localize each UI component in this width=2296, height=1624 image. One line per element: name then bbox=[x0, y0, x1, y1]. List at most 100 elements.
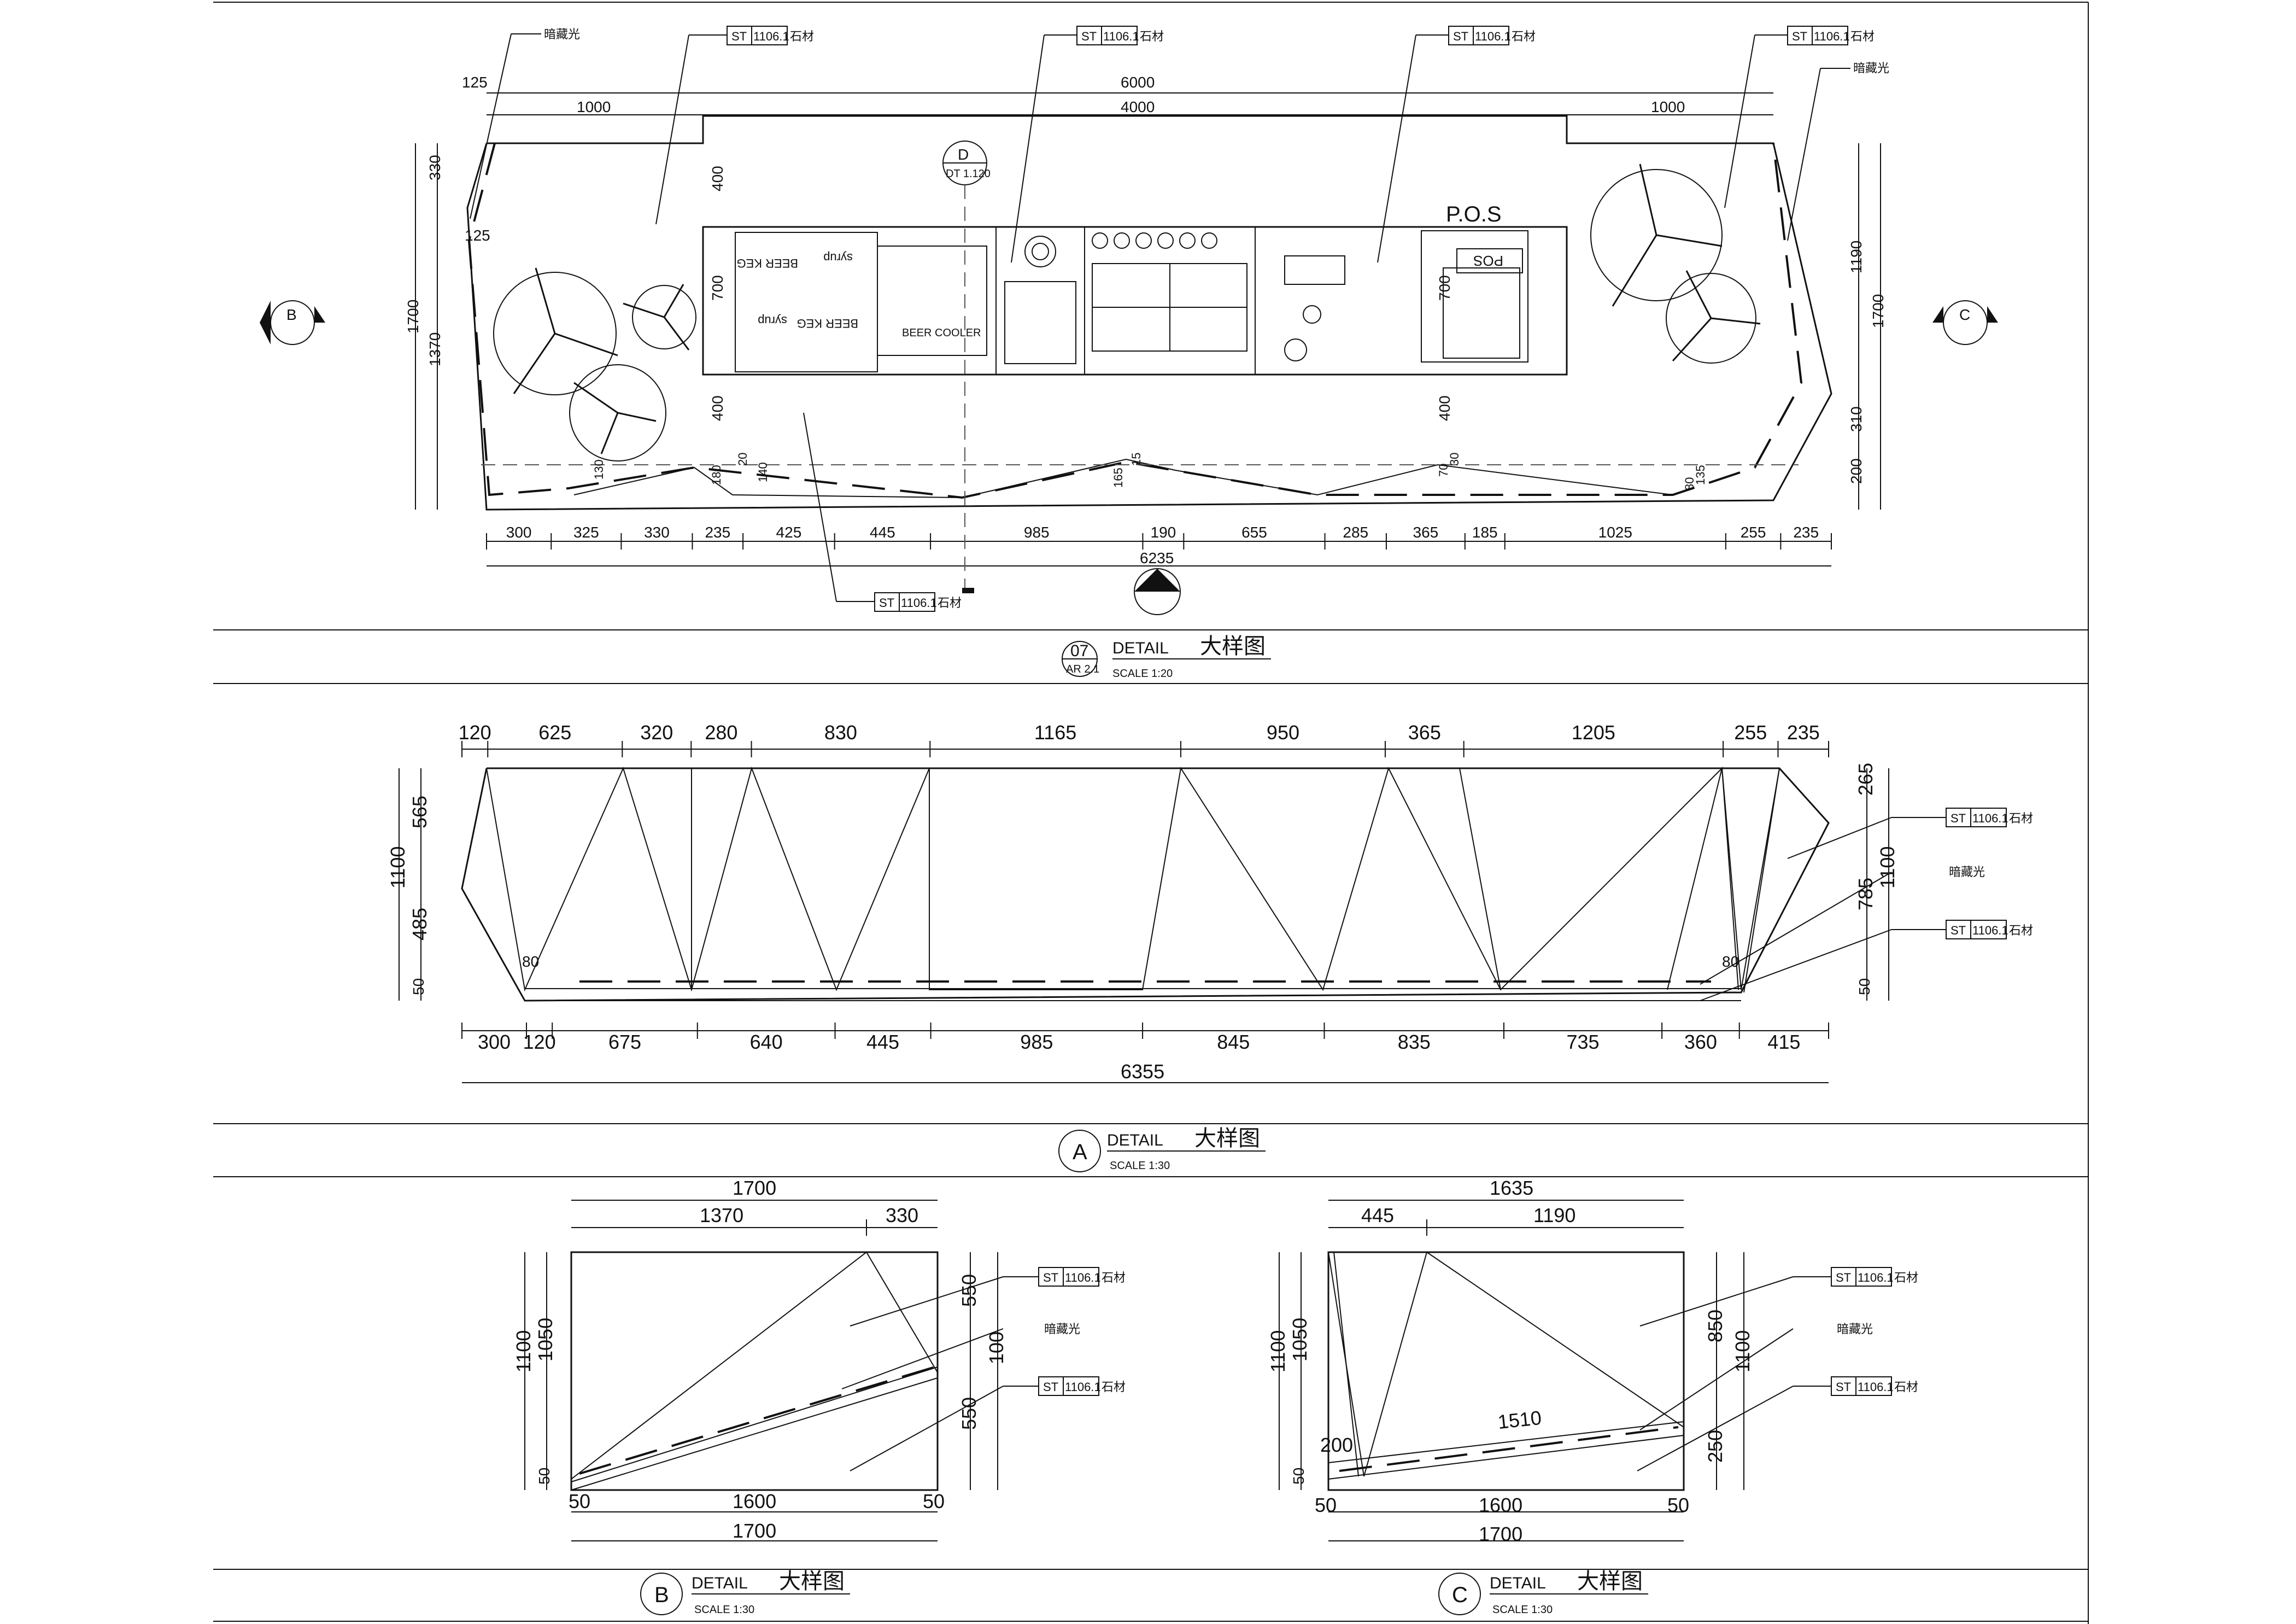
elev-a-top-dim-label: 1165 bbox=[1034, 721, 1076, 744]
elev-b-tag-hl: 暗藏光 bbox=[1044, 1322, 1080, 1336]
plan-facet-lines bbox=[573, 458, 1673, 499]
plan-inner-400a: 400 bbox=[709, 166, 726, 191]
elev-c-tag-hl: 暗藏光 bbox=[1837, 1322, 1873, 1336]
elev-a-tag2-st: ST bbox=[1951, 924, 1966, 937]
elevation-b: 1700 1370 330 1100 1050 50 550 100 550 5… bbox=[512, 1177, 1126, 1542]
elev-b-left-1100: 1100 bbox=[512, 1330, 535, 1372]
plan-left-1370: 1370 bbox=[426, 332, 443, 366]
elev-c-top-total: 1635 bbox=[1490, 1177, 1533, 1199]
plan-inner-700a: 700 bbox=[709, 275, 726, 301]
plan-inner-30: 30 bbox=[1448, 453, 1461, 466]
elev-b-tag1-code: 1106.1 bbox=[1065, 1271, 1101, 1284]
title-block-a: A DETAIL 大样图 SCALE 1:30 bbox=[1058, 1126, 1266, 1172]
elev-b-top-total: 1700 bbox=[733, 1177, 776, 1199]
elev-a-top-dim-label: 950 bbox=[1267, 721, 1299, 744]
t07-num: 07 bbox=[1070, 642, 1088, 660]
elev-c-bottom-1600: 1600 bbox=[1479, 1494, 1522, 1516]
elev-a-top-dim-label: 255 bbox=[1734, 721, 1767, 744]
plan-left-1700: 1700 bbox=[405, 300, 421, 334]
plan-bottom-total: 6235 bbox=[1140, 550, 1174, 566]
plan-inner-700b: 700 bbox=[1436, 275, 1453, 301]
plan-bottom-dim-label: 365 bbox=[1413, 524, 1439, 541]
elev-a-bottom-total: 6355 bbox=[1121, 1060, 1164, 1083]
plan-bottom-dim-label: 330 bbox=[644, 524, 670, 541]
pos-box bbox=[1456, 248, 1523, 273]
t07-ref: AR 2.1 bbox=[1066, 663, 1099, 675]
plan-tag-hl-right: 暗藏光 bbox=[1853, 61, 1889, 75]
elev-b-tags: ST 1106.1 石材 暗藏光 ST 1106.1 石材 bbox=[841, 1267, 1126, 1471]
plan-bottom-dim-label: 235 bbox=[705, 524, 730, 541]
plan-top-125b: 125 bbox=[465, 227, 490, 244]
elev-b-tag1-stone: 石材 bbox=[1102, 1271, 1126, 1284]
pos-box-text: POS bbox=[1473, 253, 1503, 269]
elev-a-facets bbox=[486, 766, 1780, 992]
elev-a-tag2-code: 1106.1 bbox=[1972, 924, 2008, 937]
plan-bottom-dim-label: 1025 bbox=[1598, 524, 1632, 541]
plan-tag2-stone: 石材 bbox=[1140, 30, 1164, 43]
plan-tag3-stone: 石材 bbox=[1512, 30, 1536, 43]
plan-tag4-stone: 石材 bbox=[1850, 30, 1875, 43]
elev-c-left-1100: 1100 bbox=[1267, 1330, 1289, 1372]
elev-a-tag1-st: ST bbox=[1951, 811, 1966, 825]
elev-c-left-50: 50 bbox=[1290, 1468, 1307, 1485]
elev-c-tag2-st: ST bbox=[1836, 1380, 1851, 1394]
elev-a-bottom-dim-label: 120 bbox=[523, 1031, 556, 1053]
tC-num: C bbox=[1452, 1583, 1468, 1607]
elev-a-bottom-dim-label: 640 bbox=[750, 1031, 783, 1053]
tA-label: DETAIL bbox=[1107, 1131, 1163, 1149]
pos-label: P.O.S bbox=[1446, 202, 1502, 226]
plan-inner-130: 130 bbox=[592, 459, 606, 480]
elev-c-left-1050: 1050 bbox=[1288, 1318, 1311, 1362]
elev-a-bottom-dim-label: 835 bbox=[1398, 1031, 1431, 1053]
elev-b-left-1050: 1050 bbox=[534, 1318, 557, 1362]
elev-c-inner-1510: 1510 bbox=[1497, 1406, 1543, 1433]
plan-bottom-dim-label: 300 bbox=[506, 524, 532, 541]
elev-b-bottom-50b: 50 bbox=[923, 1490, 945, 1512]
plan-tag5-stone: 石材 bbox=[938, 596, 962, 610]
marker-d-letter: D bbox=[958, 146, 969, 163]
elev-a-top-dim-label: 280 bbox=[705, 721, 737, 744]
plan-bottom-dim-label: 425 bbox=[776, 524, 802, 541]
elevation-c: 1635 445 1190 1100 1050 50 850 1100 250 … bbox=[1267, 1177, 1918, 1545]
marker-c-letter: C bbox=[1959, 306, 1970, 323]
plan-left-330: 330 bbox=[426, 155, 443, 180]
elev-a-top-dim-label: 320 bbox=[640, 721, 673, 744]
plan-tag4-st: ST bbox=[1792, 30, 1807, 43]
stools-left bbox=[493, 267, 696, 462]
elev-b-outline bbox=[570, 1251, 939, 1491]
elev-c-tag2-code: 1106.1 bbox=[1858, 1380, 1894, 1394]
elev-b-right-550b: 550 bbox=[958, 1397, 980, 1430]
elev-b-left-50: 50 bbox=[536, 1468, 553, 1485]
plan-bottom-dim-label: 325 bbox=[573, 524, 599, 541]
elev-c-tags: ST 1106.1 石材 暗藏光 ST 1106.1 石材 bbox=[1637, 1267, 1918, 1471]
elev-b-tag2-code: 1106.1 bbox=[1065, 1380, 1101, 1394]
elev-a-right-50: 50 bbox=[1856, 978, 1873, 995]
tap-label-4: BEER KEG bbox=[797, 317, 858, 330]
elev-a-bottom-dim-label: 985 bbox=[1020, 1031, 1053, 1053]
title-block-c: C DETAIL 大样图 SCALE 1:30 bbox=[1438, 1569, 1648, 1616]
plan-tag1-stone: 石材 bbox=[790, 30, 814, 43]
elev-a-outline bbox=[461, 767, 1830, 1002]
elev-b-tag1-st: ST bbox=[1043, 1271, 1058, 1284]
tA-cn: 大样图 bbox=[1194, 1126, 1260, 1150]
t07-label: DETAIL bbox=[1112, 639, 1169, 657]
elev-a-tag1-stone: 石材 bbox=[2009, 811, 2033, 825]
plan-bottom-dim-label: 655 bbox=[1241, 524, 1267, 541]
plan-top-right: 1000 bbox=[1651, 98, 1685, 115]
plan-bottom-dim-label: 985 bbox=[1024, 524, 1050, 541]
plan-tags: 暗藏光 ST 1106.1 石材 ST 1106.1 石材 ST 1106.1 … bbox=[470, 26, 1889, 612]
marker-b-letter: B bbox=[286, 306, 297, 323]
plan-top-left: 1000 bbox=[577, 98, 611, 115]
stools-right bbox=[1590, 163, 1761, 364]
elev-a-tag2-stone: 石材 bbox=[2009, 924, 2033, 937]
elev-a-left-485: 485 bbox=[408, 908, 431, 940]
plan-bottom-dim-label: 185 bbox=[1472, 524, 1498, 541]
plan-top-125a: 125 bbox=[462, 74, 488, 91]
tB-num: B bbox=[654, 1583, 669, 1607]
elev-c-top-445: 445 bbox=[1361, 1204, 1394, 1226]
elev-c-bottom-total: 1700 bbox=[1479, 1523, 1522, 1545]
marker-a-letter: A bbox=[1151, 578, 1161, 595]
plan-inner-15: 15 bbox=[1129, 453, 1143, 466]
title-block-b: B DETAIL 大样图 SCALE 1:30 bbox=[640, 1569, 850, 1616]
